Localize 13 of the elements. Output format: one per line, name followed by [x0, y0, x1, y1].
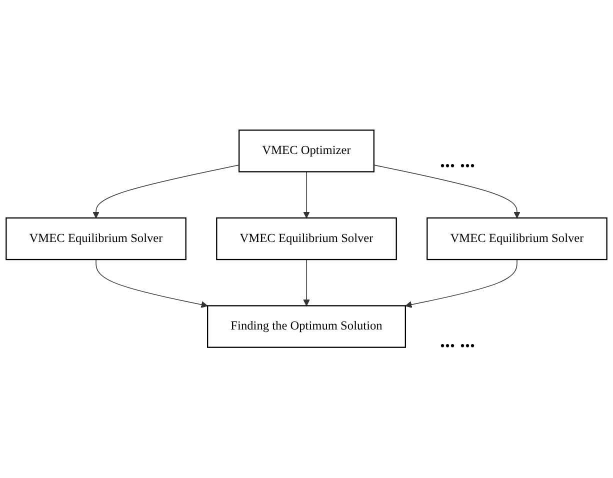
node-box: VMEC Optimizer — [238, 130, 374, 173]
node-box: Finding the Optimum Solution — [207, 305, 406, 348]
node-box: VMEC Equilibrium Solver — [216, 218, 397, 260]
arrow — [96, 259, 208, 308]
node-box: VMEC Equilibrium Solver — [6, 218, 186, 260]
arrow — [303, 172, 310, 218]
arrow — [405, 259, 518, 308]
node-box: VMEC Equilibrium Solver — [426, 218, 608, 260]
arrow — [374, 164, 520, 218]
arrow — [92, 164, 240, 218]
ellipsis-label: ... ... — [440, 330, 475, 353]
arrow — [303, 259, 310, 306]
ellipsis-label: ... ... — [440, 150, 475, 173]
